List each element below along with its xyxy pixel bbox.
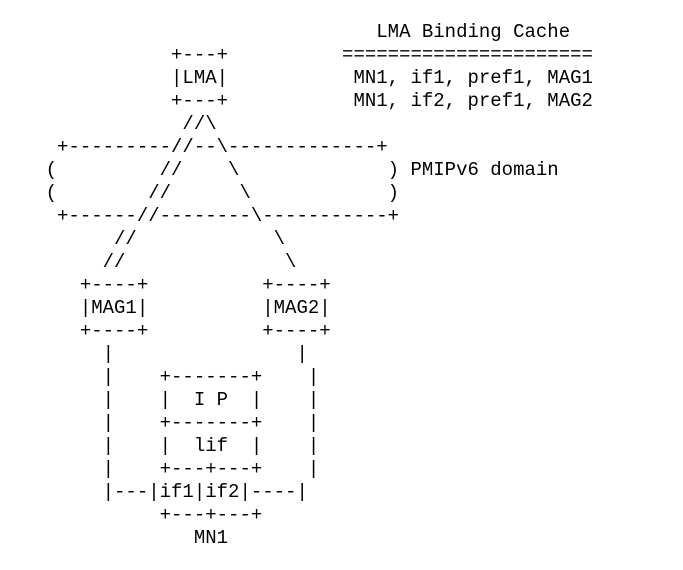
mn-ip-separator: | +-------+ |: [0, 412, 319, 434]
mn1-label: MN1: [0, 527, 228, 549]
link-line-1: // \: [0, 228, 285, 250]
domain-side-line: ( // \ ): [0, 182, 399, 204]
domain-bottom-border: +------//--------\-----------+: [0, 205, 399, 227]
mn-lif-layer: | | lif | |: [0, 435, 319, 457]
domain-top-border: +---------//--\-------------+: [0, 136, 388, 158]
domain-label-line: ( // \ ) PMIPv6 domain: [0, 159, 559, 181]
mn-box-top: | +-------+ |: [0, 366, 319, 388]
access-links-1: | |: [0, 343, 308, 365]
mn-ip-layer: | | I P | |: [0, 389, 319, 411]
mn-if-separator: | +---+---+ |: [0, 458, 319, 480]
mn-box-bottom: +---+---+: [0, 504, 262, 526]
mag-boxes-bottom: +----+ +----+: [0, 320, 331, 342]
lma-box-bottom-cache-entry-2: +---+ MN1, if2, pref1, MAG2: [0, 90, 593, 112]
lma-label-cache-entry-1: |LMA| MN1, if1, pref1, MAG1: [0, 67, 593, 89]
mag-boxes-top: +----+ +----+: [0, 274, 331, 296]
mag-labels: |MAG1| |MAG2|: [0, 297, 331, 319]
mn-interfaces: |---|if1|if2|----|: [0, 481, 308, 503]
lma-box-top-cache-rule: +---+ ======================: [0, 44, 593, 66]
link-line-2: // \: [0, 251, 296, 273]
title-line: LMA Binding Cache: [0, 21, 570, 43]
lma-links: //\: [0, 113, 217, 135]
